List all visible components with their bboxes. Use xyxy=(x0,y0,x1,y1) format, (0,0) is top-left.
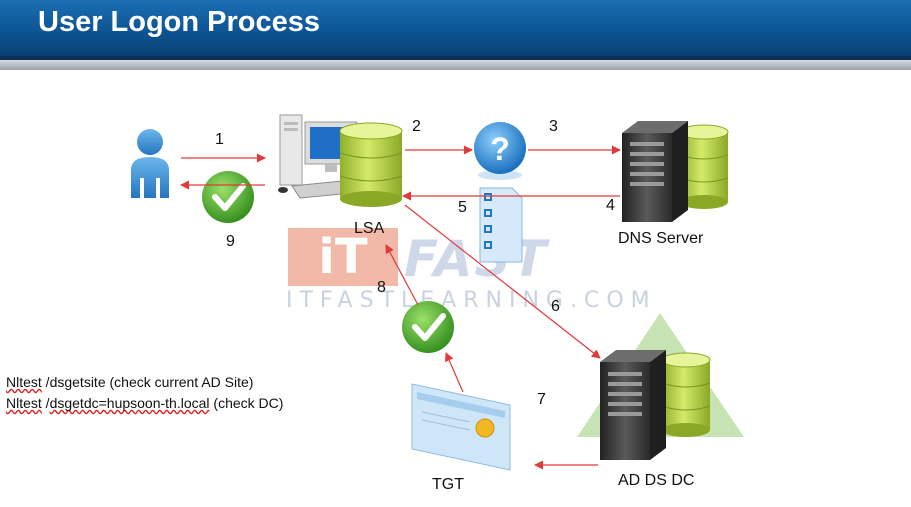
command-line-2: Nltest /dsgetdc=hupsoon-th.local (check … xyxy=(6,395,283,411)
check-icon-9 xyxy=(202,171,254,223)
command-line-1: Nltest /dsgetsite (check current AD Site… xyxy=(6,374,253,390)
page-title: User Logon Process xyxy=(38,6,321,38)
step-9-label: 9 xyxy=(226,233,235,250)
arrow-step-8a xyxy=(445,352,464,393)
lsa-database-icon xyxy=(339,122,403,207)
command-2-rest: (check DC) xyxy=(209,395,284,411)
step-7-label: 7 xyxy=(537,391,546,408)
watermark-logo: iT xyxy=(288,228,398,286)
title-bar-underline xyxy=(0,56,911,60)
command-2-argument: dsgetdc=hupsoon-th.local xyxy=(49,395,210,411)
step-3-label: 3 xyxy=(549,118,558,135)
user-icon xyxy=(131,129,169,198)
ad-ds-dc-server-icon xyxy=(600,350,711,460)
tgt-ticket-icon xyxy=(411,383,511,471)
arrow-step-6 xyxy=(404,204,601,359)
document-icon xyxy=(479,187,523,263)
command-2-keyword: Nltest xyxy=(6,395,42,411)
step-1-label: 1 xyxy=(215,131,224,148)
step-6-label: 6 xyxy=(551,298,560,315)
ad-ds-dc-label: AD DS DC xyxy=(618,472,695,489)
lsa-label: LSA xyxy=(354,220,385,237)
step-5-label: 5 xyxy=(458,199,467,216)
dns-server-icon xyxy=(622,121,729,222)
title-bar xyxy=(0,0,911,56)
step-8-label: 8 xyxy=(377,279,386,296)
watermark-url: ITFASTLEARNING.COM xyxy=(286,288,657,313)
dns-server-label: DNS Server xyxy=(618,230,704,247)
arrow-step-8b xyxy=(385,244,419,306)
step-4-label: 4 xyxy=(606,197,615,214)
step-2-label: 2 xyxy=(412,118,421,135)
question-icon: ? xyxy=(474,122,526,180)
command-2-separator: / xyxy=(41,395,50,411)
tgt-label: TGT xyxy=(432,476,464,493)
watermark-brand: FAST xyxy=(404,230,549,288)
command-1-keyword: Nltest xyxy=(6,374,42,390)
command-1-rest: /dsgetsite (check current AD Site) xyxy=(41,374,254,390)
check-icon-8 xyxy=(402,301,454,353)
title-bar-rule xyxy=(0,60,911,70)
svg-text:?: ? xyxy=(490,131,510,167)
